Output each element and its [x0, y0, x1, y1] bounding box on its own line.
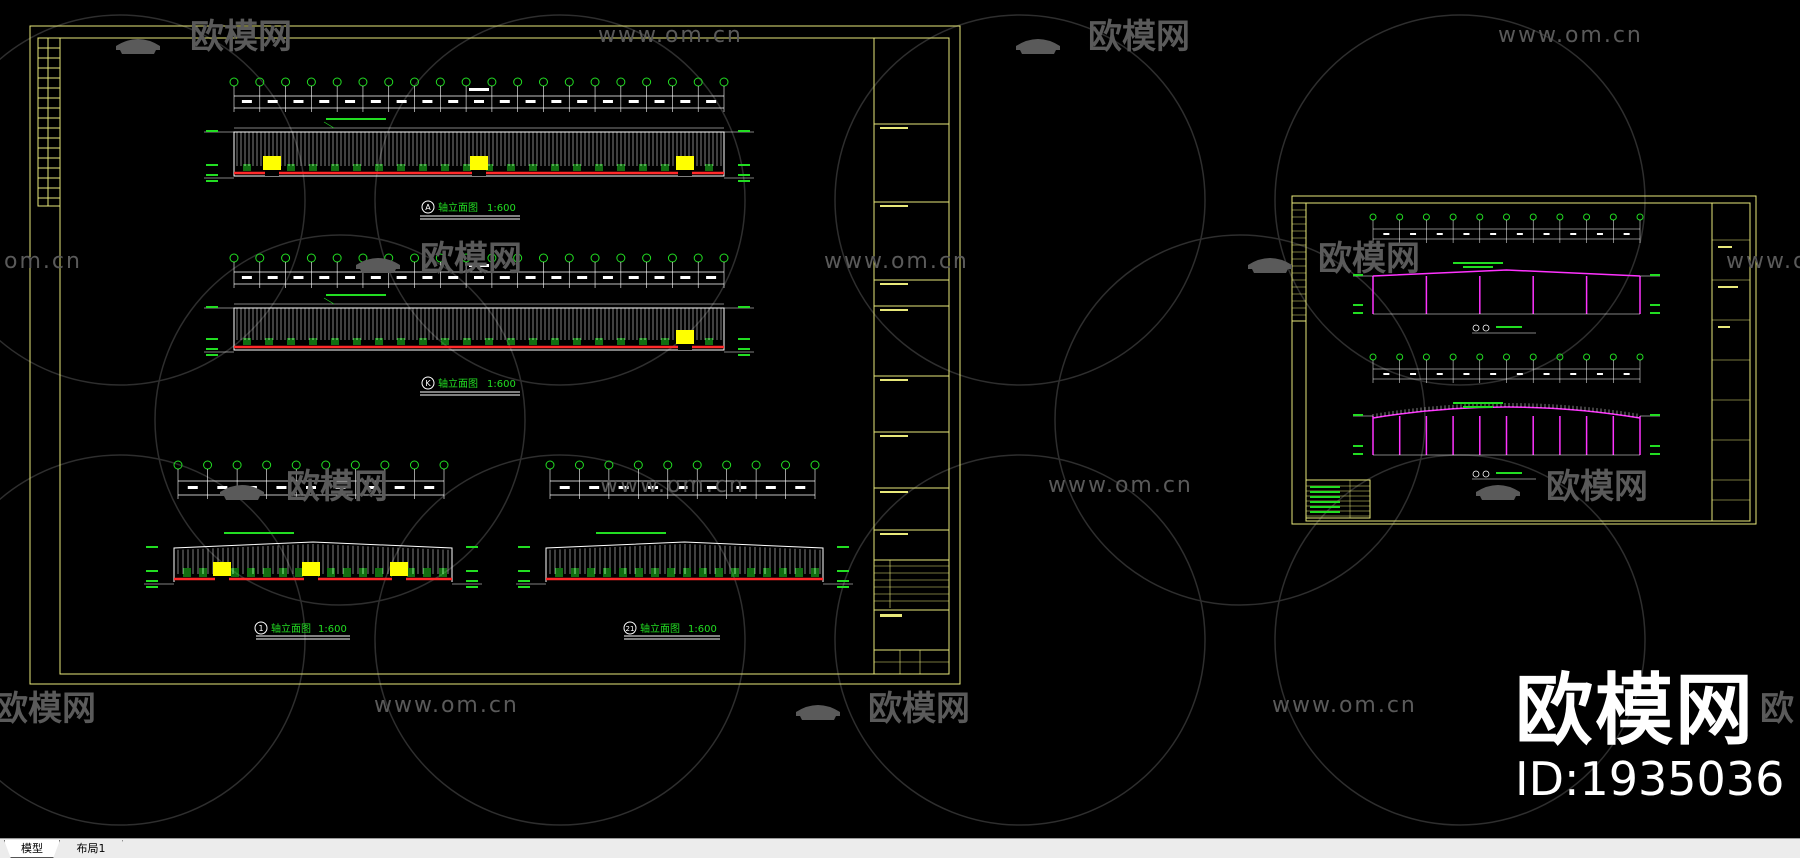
- watermark-circle: [0, 454, 306, 826]
- svg-text:om.cn: om.cn: [4, 249, 82, 274]
- watermark-logo-icon: [116, 39, 160, 54]
- svg-text:欧: 欧: [1760, 689, 1794, 729]
- watermark-logo-icon: [356, 258, 400, 273]
- svg-text:欧模网: 欧模网: [1088, 17, 1190, 57]
- svg-text:www.om.cn: www.om.cn: [1048, 473, 1193, 498]
- drawing-sheet-elevations[interactable]: A 轴立面图 1:600 K 轴立面图 1:600 1 轴立面图 1:600: [29, 25, 961, 685]
- svg-text:1:600: 1:600: [318, 624, 347, 635]
- svg-text:1:600: 1:600: [487, 379, 516, 390]
- revision-strip: [37, 37, 61, 207]
- watermark-circle: [1054, 234, 1426, 606]
- svg-text:www.om.cn: www.om.cn: [1272, 693, 1417, 718]
- svg-text:欧模网: 欧模网: [420, 239, 522, 279]
- resource-id: ID:1935036: [1515, 752, 1785, 806]
- watermark-circles: [0, 14, 1646, 826]
- svg-text:A: A: [425, 203, 431, 212]
- watermark-circle: [1274, 14, 1646, 386]
- drawing-sheet-sections[interactable]: [1291, 195, 1757, 525]
- elevation-drawing-k: [204, 253, 754, 356]
- svg-text:www.om.cn: www.om.cn: [598, 23, 743, 48]
- watermark-circle: [0, 14, 306, 386]
- layout-tab-bar: 模型 布局1: [0, 838, 1800, 858]
- svg-text:欧模网: 欧模网: [1546, 467, 1648, 507]
- svg-text:轴立面图: 轴立面图: [438, 377, 478, 390]
- elevation-drawing-1: [144, 460, 482, 588]
- svg-text:1:600: 1:600: [688, 624, 717, 635]
- svg-text:www.om.cn: www.om.cn: [600, 473, 745, 498]
- watermark-circle: [374, 14, 746, 386]
- elevation-title-1: 1 轴立面图 1:600: [254, 621, 350, 640]
- svg-text:欧模网: 欧模网: [190, 17, 292, 57]
- watermark-logo-icon: [1248, 258, 1292, 273]
- elevation-title-k: K 轴立面图 1:600: [420, 376, 520, 396]
- tab-layout1[interactable]: 布局1: [60, 840, 123, 857]
- svg-text:轴立面图: 轴立面图: [640, 622, 680, 635]
- svg-text:www.om.cn: www.om.cn: [1498, 23, 1643, 48]
- watermark-logo-icon: [220, 485, 264, 500]
- watermark-logo-icon: [1016, 39, 1060, 54]
- elevation-title-a: A 轴立面图 1:600: [420, 200, 520, 220]
- cad-model-space[interactable]: A 轴立面图 1:600 K 轴立面图 1:600 1 轴立面图 1:600: [0, 0, 1800, 838]
- svg-text:轴立面图: 轴立面图: [438, 201, 478, 214]
- title-block: [873, 38, 949, 674]
- elevation-title-21: 21 轴立面图 1:600: [623, 621, 720, 640]
- svg-text:www.om.cn: www.om.cn: [824, 249, 969, 274]
- elevation-drawing-21: [516, 460, 853, 588]
- svg-text:欧模网: 欧模网: [286, 467, 388, 507]
- svg-text:欧模网: 欧模网: [868, 689, 970, 729]
- watermark-circle: [374, 454, 746, 826]
- elevation-drawing-a: [204, 77, 754, 182]
- svg-text:轴立面图: 轴立面图: [271, 622, 311, 635]
- watermark-logo-icon: [1476, 485, 1520, 500]
- svg-text:1: 1: [258, 624, 263, 633]
- svg-text:www.om.cn: www.om.cn: [1726, 249, 1800, 274]
- section-drawings: [1291, 202, 1750, 521]
- brand-name: 欧模网: [1515, 666, 1756, 756]
- svg-text:1:600: 1:600: [487, 203, 516, 214]
- watermark-logo-icon: [796, 705, 840, 720]
- watermark-circle: [834, 14, 1206, 386]
- svg-text:欧模网: 欧模网: [1318, 239, 1420, 279]
- svg-text:欧模网: 欧模网: [0, 689, 96, 729]
- svg-text:K: K: [425, 379, 431, 388]
- svg-text:www.om.cn: www.om.cn: [374, 693, 519, 718]
- watermark-circle: [834, 454, 1206, 826]
- tab-model[interactable]: 模型: [4, 840, 60, 858]
- watermark-layer: 欧模网 www.om.cn 欧模网 www.om.cn om.cn 欧模网 ww…: [0, 17, 1800, 729]
- svg-text:21: 21: [626, 625, 635, 633]
- watermark-circle: [154, 234, 526, 606]
